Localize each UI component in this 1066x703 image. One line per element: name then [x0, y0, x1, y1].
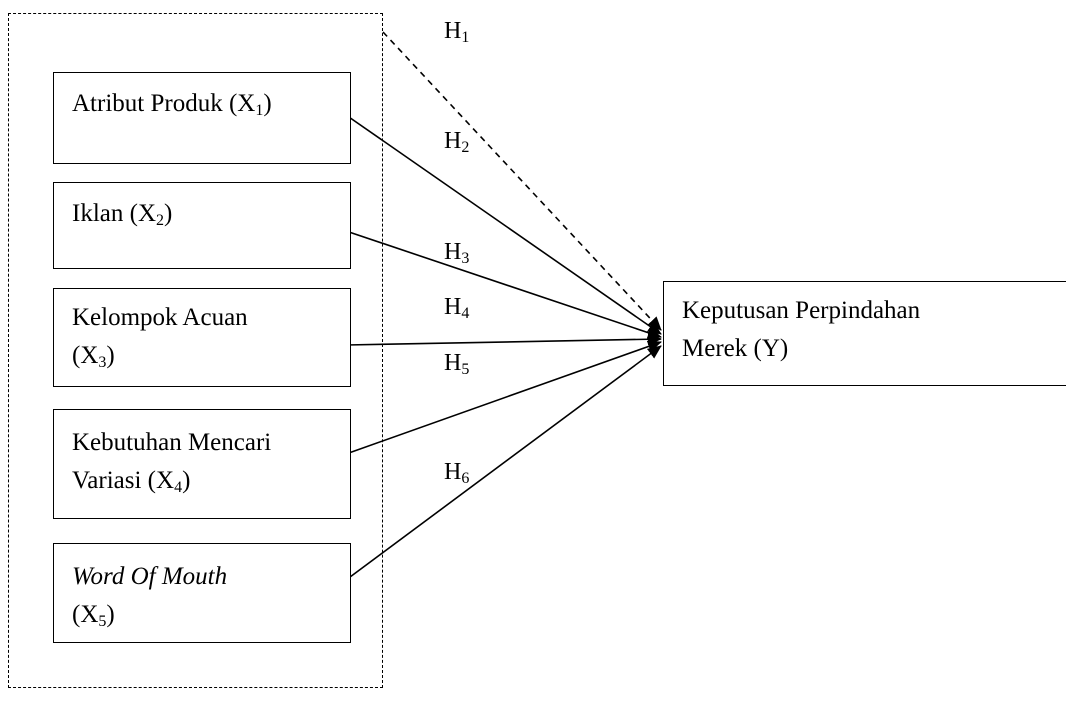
hypothesis-label-h3: H3 [444, 239, 470, 267]
independent-variables-group [8, 13, 383, 688]
x2-label: Iklan (X [72, 200, 156, 227]
variable-box-x5: Word Of Mouth (X5) [53, 543, 351, 643]
x3-label: Kelompok Acuan [72, 304, 248, 331]
arrow-h4 [345, 333, 662, 346]
dependent-label-line2: Merek (Y) [682, 335, 789, 362]
arrow-h3 [345, 230, 662, 339]
variable-box-x3: Kelompok Acuan (X3) [53, 288, 351, 387]
dependent-label-line1: Keputusan Perpindahan [682, 297, 921, 324]
x4-label: Kebutuhan Mencari [72, 429, 272, 456]
hypothesis-label-h1: H1 [444, 18, 470, 46]
hypothesis-label-h4: H4 [444, 294, 470, 322]
x1-label: Atribut Produk (X [72, 90, 256, 117]
x5-label: Word Of Mouth [72, 563, 228, 590]
hypothesis-label-h2: H2 [444, 128, 470, 156]
arrow-h1 [382, 31, 662, 331]
arrow-h5 [345, 340, 662, 455]
variable-box-x2: Iklan (X2) [53, 182, 351, 269]
hypothesis-label-h5: H5 [444, 350, 470, 378]
variable-box-x1: Atribut Produk (X1) [53, 72, 351, 164]
arrow-h2 [345, 114, 662, 335]
dependent-variable-box: Keputusan Perpindahan Merek (Y) [663, 281, 1066, 386]
variable-box-x4: Kebutuhan Mencari Variasi (X4) [53, 409, 351, 519]
hypothesis-label-h6: H6 [444, 459, 470, 487]
arrow-h6 [345, 345, 662, 581]
